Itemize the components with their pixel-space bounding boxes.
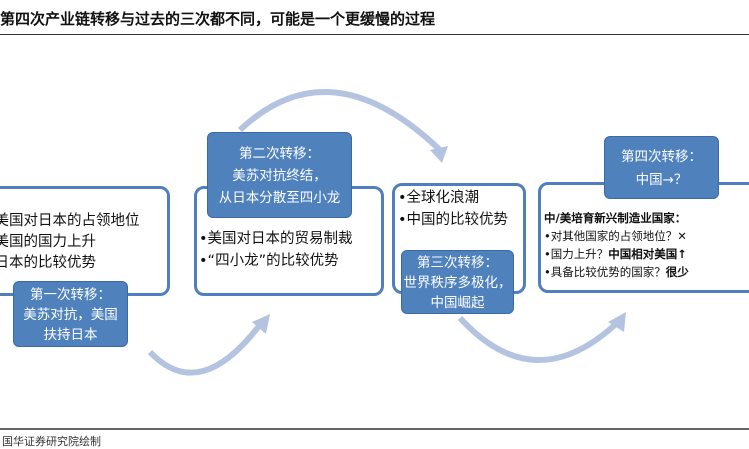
stage1-item: •美国的国力上升 <box>0 234 97 250</box>
arrowhead-3 <box>608 312 626 332</box>
arrowhead-1 <box>252 314 270 334</box>
stage2-item: •“四小龙”的比较优势 <box>199 253 339 269</box>
stage2-label: 第二次转移：美苏对抗终结，从日本分散至四小龙 <box>207 132 352 218</box>
stage2-item: •美国对日本的贸易制裁 <box>199 231 353 247</box>
stage4-item: •具备比较优势的国家？很少 <box>544 265 689 279</box>
stage3-item: •中国的比较优势 <box>398 212 509 228</box>
source-note: 国华证券研究院绘制 <box>2 435 101 448</box>
arrowhead-2 <box>430 146 448 163</box>
stage1-label: 第一次转移：美苏对抗，美国扶持日本 <box>13 281 128 347</box>
stage3-label: 第三次转移：世界秩序多极化，中国崛起 <box>401 250 514 314</box>
stage1-item: •美国对日本的占领地位 <box>0 213 140 229</box>
stage4-heading: 中/美培育新兴制造业国家： <box>544 211 687 225</box>
stage4-item: •对其他国家的占领地位？✕ <box>544 229 687 243</box>
stage1-box <box>0 186 170 296</box>
stage4-label: 第四次转移：中国→？ <box>604 136 719 199</box>
cycle-arrows <box>147 88 626 376</box>
title-divider <box>0 34 749 35</box>
page-title: 第四次产业链转移与过去的三次都不同，可能是一个更缓慢的过程 <box>0 10 436 28</box>
stage1-item: •日本的比较优势 <box>0 255 97 271</box>
stage3-item: •全球化浪潮 <box>398 190 480 206</box>
arrow-1-to-2 <box>147 320 265 376</box>
arrow-3-to-4 <box>457 315 621 363</box>
stage4-item: •国力上升？中国相对美国↑ <box>544 247 687 261</box>
arrow-2-to-3 <box>237 88 443 153</box>
footer-divider <box>0 428 749 430</box>
